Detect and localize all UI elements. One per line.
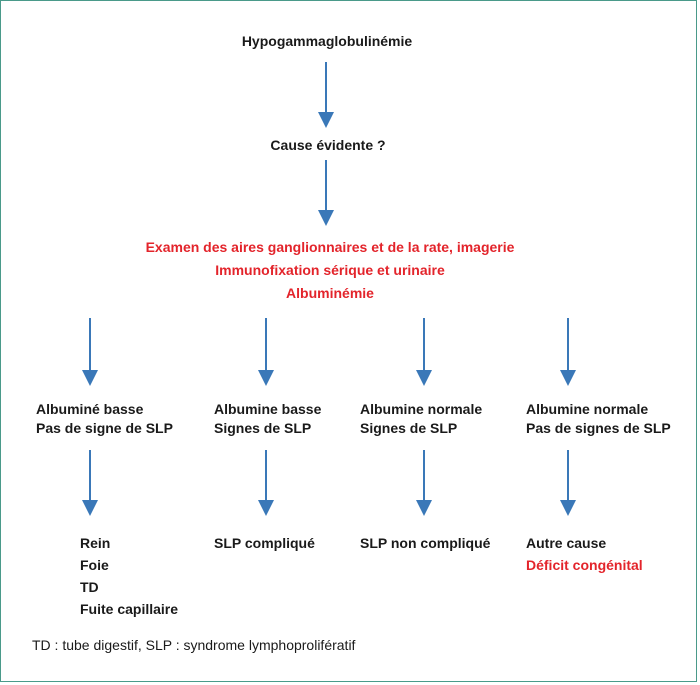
exam-line-1: Examen des aires ganglionnaires et de la… bbox=[145, 239, 515, 255]
branch-4-line-2: Pas de signes de SLP bbox=[526, 420, 671, 436]
outcome-deficit-congenital: Déficit congénital bbox=[526, 557, 643, 573]
arrowhead bbox=[560, 500, 576, 516]
root-node: Hypogammaglobulinémie bbox=[241, 33, 413, 49]
arrowhead bbox=[318, 112, 334, 128]
question-node: Cause évidente ? bbox=[270, 137, 386, 153]
outcome-fuite-capillaire: Fuite capillaire bbox=[80, 601, 179, 617]
arrowhead bbox=[560, 370, 576, 386]
branch-4-line-1: Albumine normale bbox=[526, 401, 649, 417]
outcome-slp-non-complique: SLP non compliqué bbox=[360, 535, 491, 551]
outcome-td: TD bbox=[80, 579, 99, 595]
branch-3-line-1: Albumine normale bbox=[360, 401, 483, 417]
arrowhead bbox=[318, 210, 334, 226]
branch-1-line-1: Albuminé basse bbox=[36, 401, 144, 417]
arrowhead bbox=[82, 370, 98, 386]
footnote: TD : tube digestif, SLP : syndrome lymph… bbox=[32, 637, 356, 653]
outcome-slp-complique: SLP compliqué bbox=[214, 535, 315, 551]
arrowhead bbox=[258, 500, 274, 516]
arrowhead bbox=[416, 370, 432, 386]
branch-1-line-2: Pas de signe de SLP bbox=[36, 420, 173, 436]
outcome-rein: Rein bbox=[80, 535, 111, 551]
exam-line-2: Immunofixation sérique et urinaire bbox=[215, 262, 445, 278]
arrowhead bbox=[82, 500, 98, 516]
branch-2-line-2: Signes de SLP bbox=[214, 420, 312, 436]
exam-line-3: Albuminémie bbox=[286, 285, 374, 301]
outcome-foie: Foie bbox=[80, 557, 109, 573]
branch-3-line-2: Signes de SLP bbox=[360, 420, 458, 436]
branch-2-line-1: Albumine basse bbox=[214, 401, 322, 417]
outcome-autre-cause: Autre cause bbox=[526, 535, 607, 551]
arrowhead bbox=[258, 370, 274, 386]
arrowhead bbox=[416, 500, 432, 516]
